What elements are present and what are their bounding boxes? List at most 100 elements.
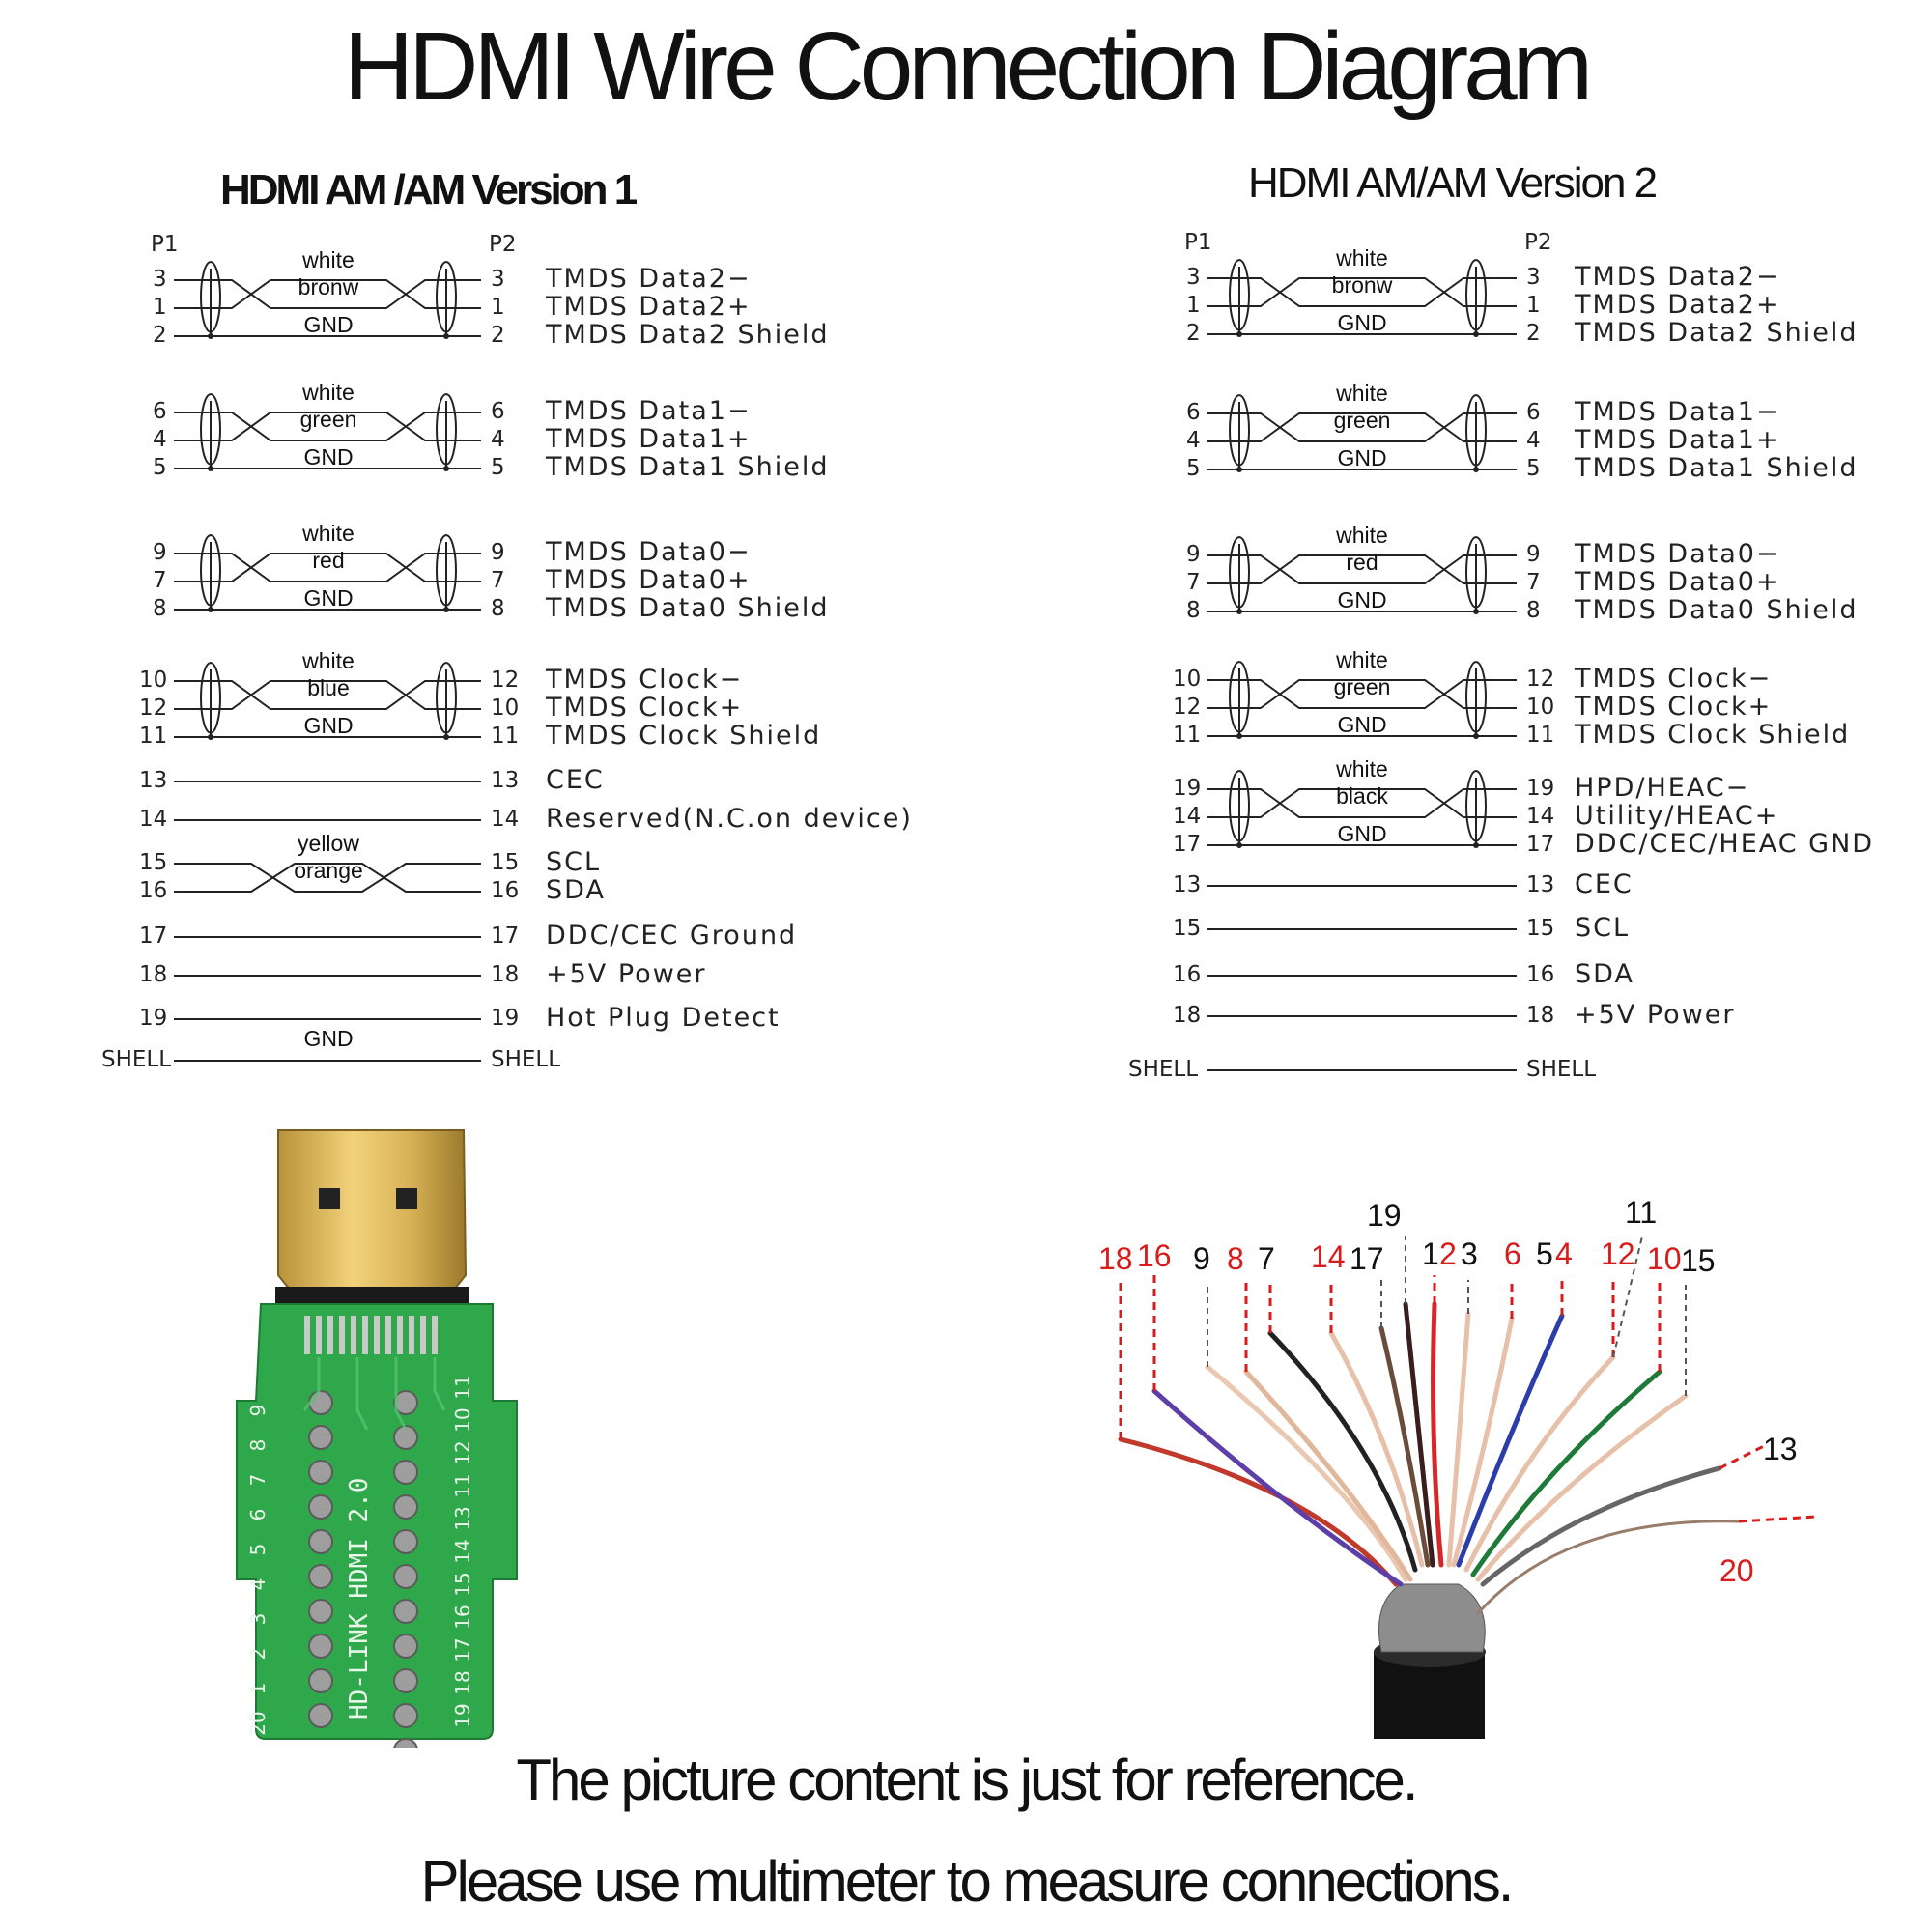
v1-pair3-right-pin-11: 11 bbox=[491, 724, 520, 749]
v1-single-left-pin-14: 14 bbox=[139, 807, 168, 832]
v2-p2-label: P2 bbox=[1524, 230, 1552, 255]
cable-number-7: 7 bbox=[1258, 1241, 1275, 1276]
v1-pair3-signal-0: TMDS Clock− bbox=[546, 665, 744, 695]
cable-number-3: 3 bbox=[1461, 1236, 1478, 1271]
v1-pair3-wire-gnd: GND bbox=[303, 713, 354, 738]
v2-single-signal-16: SDA bbox=[1575, 959, 1634, 989]
v1-pair2-signal-2: TMDS Data0 Shield bbox=[546, 593, 830, 623]
page-title: HDMI Wire Connection Diagram bbox=[343, 13, 1593, 121]
v1-pair0-wire-color-b: bronw bbox=[298, 274, 359, 299]
v1-pair3-left-pin-12: 12 bbox=[139, 696, 168, 721]
v2-shell-right: SHELL bbox=[1526, 1057, 1597, 1082]
v1-pair3-right-pin-12: 12 bbox=[491, 668, 520, 693]
board-pad bbox=[393, 1703, 418, 1728]
v1-single-signal-18: +5V Power bbox=[546, 959, 707, 989]
v2-pair3-left-pin-11: 11 bbox=[1173, 723, 1202, 748]
v1-pair3-left-pin-11: 11 bbox=[139, 724, 168, 749]
v2-pair1-right-pin-6: 6 bbox=[1526, 400, 1541, 425]
v2-pair3-wire-color-b: green bbox=[1333, 674, 1391, 699]
v1-twist-wire-b: orange bbox=[294, 858, 363, 883]
cable-number-18: 18 bbox=[1098, 1241, 1133, 1276]
v1-pair1-signal-0: TMDS Data1− bbox=[546, 396, 752, 426]
v2-pair3-right-pin-11: 11 bbox=[1526, 723, 1555, 748]
footer-note-multimeter: Please use multimeter to measure connect… bbox=[420, 1849, 1515, 1914]
v2-pair0-right-pin-1: 1 bbox=[1526, 293, 1541, 318]
v2-single-right-pin-18: 18 bbox=[1526, 1003, 1555, 1028]
v1-single-signal-17: DDC/CEC Ground bbox=[546, 921, 798, 951]
v1-p1-label: P1 bbox=[151, 232, 179, 257]
cable-number-2: 2 bbox=[1439, 1236, 1457, 1271]
v2-pair4-left-pin-19: 19 bbox=[1173, 776, 1202, 801]
v2-pair0-right-pin-2: 2 bbox=[1526, 321, 1541, 346]
board-pad bbox=[308, 1564, 333, 1589]
cable-number-15: 15 bbox=[1681, 1243, 1716, 1278]
v1-twist-left-pin-15: 15 bbox=[139, 850, 168, 875]
board-pad bbox=[393, 1460, 418, 1485]
board-pad bbox=[308, 1668, 333, 1693]
v1-single-left-pin-17: 17 bbox=[139, 923, 168, 949]
board-pad bbox=[393, 1599, 418, 1624]
board-right-pin-number: 15 bbox=[451, 1572, 474, 1596]
v1-pair0-signal-0: TMDS Data2− bbox=[546, 264, 752, 294]
v1-single-right-pin-17: 17 bbox=[491, 923, 520, 949]
v2-pair4-right-pin-17: 17 bbox=[1526, 832, 1555, 857]
v1-single-right-pin-18: 18 bbox=[491, 962, 520, 987]
board-left-pin-number: 8 bbox=[246, 1439, 270, 1452]
v1-twist-right-pin-15: 15 bbox=[491, 850, 520, 875]
v1-pair1-right-pin-4: 4 bbox=[491, 427, 505, 452]
board-left-pin-number: 9 bbox=[246, 1405, 270, 1417]
cable-number-12: 12 bbox=[1601, 1236, 1635, 1271]
board-pad bbox=[308, 1494, 333, 1520]
v1-single-left-pin-13: 13 bbox=[139, 768, 168, 793]
v2-pair2-signal-2: TMDS Data0 Shield bbox=[1575, 595, 1859, 625]
board-right-pin-number: 10 bbox=[451, 1407, 474, 1432]
version2-title: HDMI AM/AM Version 2 bbox=[1248, 159, 1658, 207]
board-pad bbox=[308, 1460, 333, 1485]
v1-pair0-right-pin-3: 3 bbox=[491, 267, 505, 292]
v2-pair2-left-pin-8: 8 bbox=[1186, 598, 1201, 623]
v1-pair2-right-pin-8: 8 bbox=[491, 596, 505, 621]
v1-single-left-pin-18: 18 bbox=[139, 962, 168, 987]
cable-number-17: 17 bbox=[1350, 1241, 1384, 1276]
v2-pair4-right-pin-14: 14 bbox=[1526, 804, 1555, 829]
board-left-pin-number: 20 bbox=[246, 1711, 270, 1735]
v1-pair3-wire-color-b: blue bbox=[307, 675, 350, 700]
cable-number-6: 6 bbox=[1504, 1236, 1521, 1271]
v2-pair0-signal-1: TMDS Data2+ bbox=[1575, 290, 1780, 320]
v2-pair2-right-pin-9: 9 bbox=[1526, 542, 1541, 567]
v1-pair1-left-pin-6: 6 bbox=[153, 399, 167, 424]
cable-number-9: 9 bbox=[1193, 1241, 1210, 1276]
v1-pair0-signal-2: TMDS Data2 Shield bbox=[546, 320, 830, 350]
v1-pair3-right-pin-10: 10 bbox=[491, 696, 520, 721]
board-right-pin-number: 12 bbox=[451, 1440, 474, 1464]
v1-pair1-wire-gnd: GND bbox=[303, 444, 354, 469]
version1-title: HDMI AM /AM Version 1 bbox=[220, 166, 638, 213]
board-right-pin-number: 19 bbox=[451, 1703, 474, 1727]
v1-shell-right: SHELL bbox=[491, 1047, 561, 1072]
v2-pair1-left-pin-4: 4 bbox=[1186, 428, 1201, 453]
cable-number-4: 4 bbox=[1555, 1236, 1573, 1271]
v1-pair3-signal-1: TMDS Clock+ bbox=[546, 693, 744, 723]
v1-twist-wire-a: yellow bbox=[298, 831, 359, 856]
board-pad bbox=[393, 1529, 418, 1554]
board-right-pin-number: 17 bbox=[451, 1637, 474, 1662]
v1-pair0-left-pin-2: 2 bbox=[153, 323, 167, 348]
board-left-pin-number: 6 bbox=[246, 1509, 270, 1521]
v2-pair4-signal-2: DDC/CEC/HEAC GND bbox=[1575, 829, 1875, 859]
board-silk-name: HD-LINK HDMI 2.0 bbox=[345, 1478, 374, 1719]
v2-pair2-signal-1: TMDS Data0+ bbox=[1575, 567, 1780, 597]
v1-pair2-wire-color-a: white bbox=[302, 521, 355, 546]
hdmi-cable-wires-image bbox=[1118, 1236, 1817, 1739]
v2-pair1-wire-color-a: white bbox=[1336, 381, 1388, 406]
v2-pair0-wire-gnd: GND bbox=[1337, 310, 1387, 335]
v1-pair3-wire-color-a: white bbox=[302, 648, 355, 673]
board-pad bbox=[393, 1494, 418, 1520]
v2-single-left-pin-15: 15 bbox=[1173, 916, 1202, 941]
v1-single-left-pin-19: 19 bbox=[139, 1006, 168, 1031]
v2-single-left-pin-13: 13 bbox=[1173, 872, 1202, 897]
board-pad bbox=[308, 1634, 333, 1659]
v2-single-right-pin-16: 16 bbox=[1526, 962, 1555, 987]
v2-pair1-right-pin-5: 5 bbox=[1526, 456, 1541, 481]
